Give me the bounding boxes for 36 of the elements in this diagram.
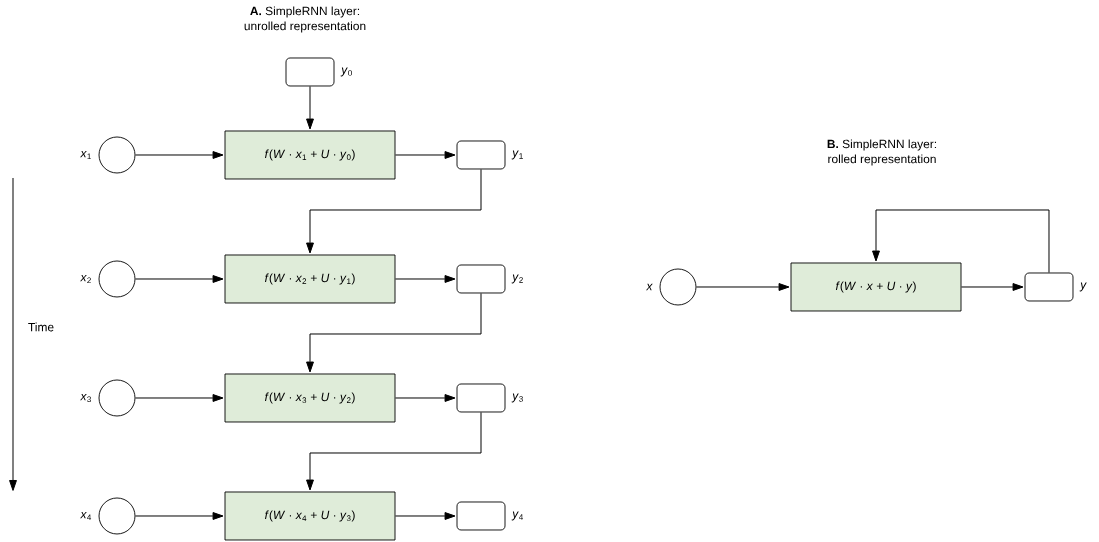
- time-label: Time: [28, 322, 54, 332]
- variable-label: x$_{4}$: [80, 511, 92, 521]
- function-box: f(W · x$_{1}$ + U · y$_{0}$): [224, 130, 396, 180]
- variable-label: x$_{1}$: [80, 150, 91, 160]
- variable-label: y$_{2}$: [511, 274, 523, 284]
- arrow: [394, 151, 456, 159]
- variable-label: y: [1079, 282, 1087, 292]
- arrow: [134, 275, 224, 283]
- arrow: [306, 292, 482, 373]
- arrow: [960, 283, 1024, 291]
- heading: B. SimpleRNN layer:: [827, 139, 936, 151]
- arrow: [306, 85, 314, 130]
- variable-label: y$_{0}$: [340, 67, 352, 77]
- arrow: [134, 512, 224, 520]
- heading: rolled representation: [828, 154, 936, 166]
- function-box: f(W · x + U · y): [790, 262, 962, 312]
- heading: unrolled representation: [244, 21, 366, 33]
- variable-label: x$_{3}$: [80, 393, 91, 403]
- arrow: [394, 394, 456, 402]
- variable-label: y$_{4}$: [511, 511, 523, 521]
- arrow: [394, 512, 456, 520]
- function-box: f(W · x$_{3}$ + U · y$_{2}$): [224, 373, 396, 423]
- arrow: [695, 283, 790, 291]
- variable-label: x$_{2}$: [80, 274, 91, 284]
- variable-label: y$_{1}$: [511, 150, 523, 160]
- arrow: [394, 275, 456, 283]
- arrow: [306, 411, 482, 491]
- arrow: [134, 394, 224, 402]
- heading: A. SimpleRNN layer:: [250, 6, 360, 18]
- arrow: [306, 168, 482, 254]
- function-box: f(W · x$_{2}$ + U · y$_{1}$): [224, 254, 396, 304]
- variable-label: y$_{3}$: [511, 393, 523, 403]
- variable-label: x: [645, 283, 653, 291]
- arrow: [872, 209, 1050, 274]
- arrow: [134, 151, 224, 159]
- function-box: f(W · x$_{4}$ + U · y$_{3}$): [224, 491, 396, 541]
